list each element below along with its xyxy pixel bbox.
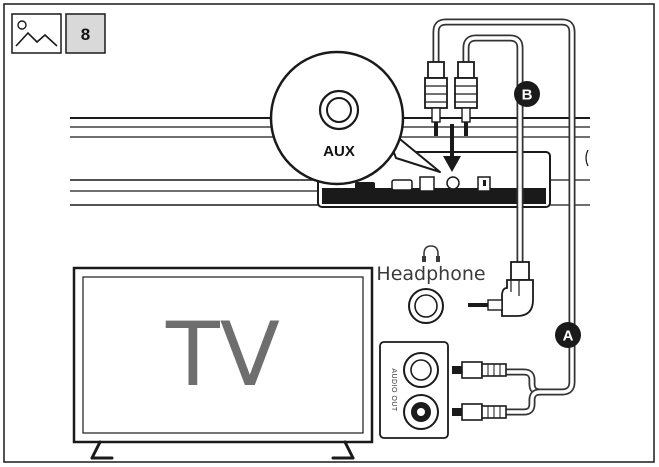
cable-b-badge: B: [514, 81, 540, 107]
aux-port: [446, 176, 460, 190]
tv: TV: [72, 266, 374, 460]
cable-b-label: B: [522, 87, 533, 104]
step-number-badge: 8: [65, 13, 106, 54]
power-port: [355, 182, 375, 190]
aux-plug-right: [454, 61, 478, 136]
rca-split: [505, 368, 541, 416]
aux-plug-left: [424, 61, 448, 136]
tv-stand-left: [90, 440, 102, 460]
tv-screen: [82, 276, 364, 434]
headphone-label: Headphone: [376, 263, 485, 285]
image-icon: [11, 13, 62, 54]
cable-a: [432, 18, 576, 396]
cable-a-badge: A: [555, 322, 581, 348]
cable-b: [462, 34, 524, 266]
audio-out-panel: AUDIO OUT: [379, 341, 449, 439]
aux-label: AUX: [323, 143, 355, 160]
rca-plug-bottom: [452, 403, 507, 421]
headphone-jack: Headphone: [376, 245, 486, 324]
cable-a-label: A: [563, 328, 574, 345]
aux-callout: AUX: [269, 50, 441, 186]
tv-label: TV: [165, 303, 280, 406]
tv-stand-right: [343, 440, 355, 460]
optical-port: [419, 176, 435, 192]
hdmi-port: [391, 179, 413, 191]
headphone-icon: [423, 245, 439, 259]
insert-arrow: [443, 124, 461, 172]
headphone-plug: [468, 261, 534, 317]
step-number: 8: [81, 25, 90, 44]
rca-plug-top: [452, 361, 507, 379]
audio-out-label: AUDIO OUT: [390, 368, 397, 412]
